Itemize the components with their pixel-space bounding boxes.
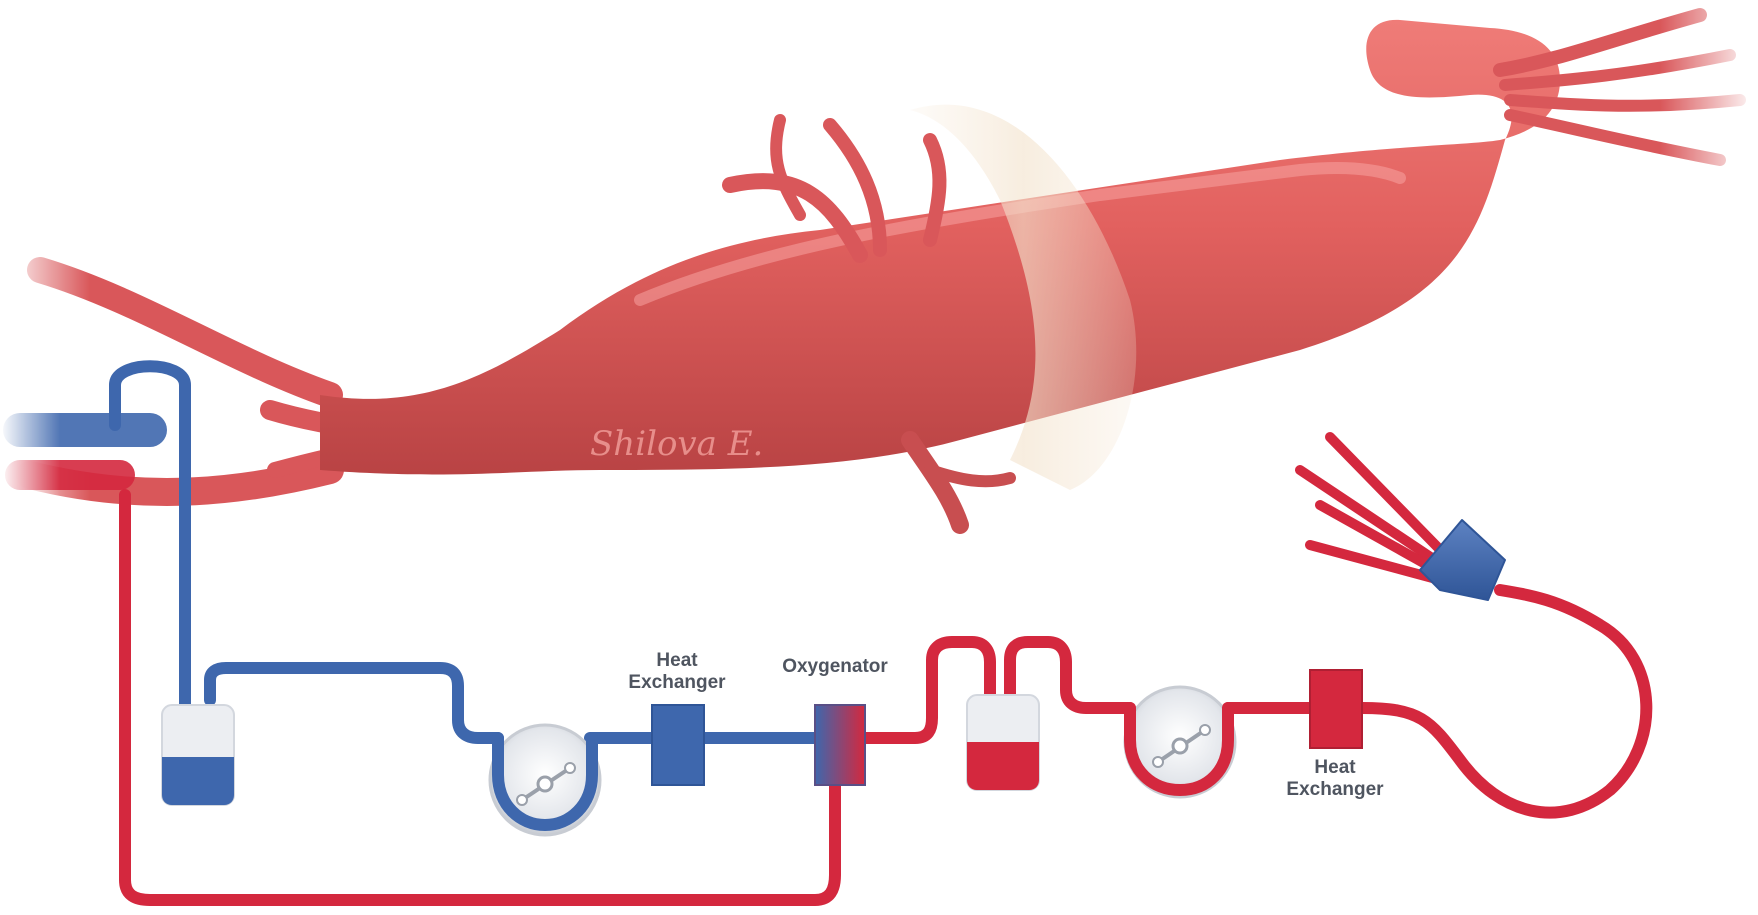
- branch-top-right: [930, 140, 939, 240]
- heat-exchanger-1: [652, 705, 704, 785]
- arterial-return-loop: [125, 495, 835, 900]
- signature: Shilova E.: [590, 424, 763, 464]
- roller-pump-2: [1125, 687, 1235, 797]
- branch-bottom-2: [930, 470, 1010, 481]
- venous-reservoir: [162, 705, 234, 805]
- arterial-reservoir: [967, 695, 1039, 790]
- heat-exchanger-1-label-line-1: Heat: [607, 650, 747, 672]
- heat-exchanger-1-label-line-2: Exchanger: [607, 672, 747, 694]
- heat-exchanger-2-label-line-1: Heat: [1265, 757, 1405, 779]
- venous-line-to-pump: [210, 668, 498, 738]
- heat-exchanger-1-label: Heat Exchanger: [607, 650, 747, 694]
- roller-pump-1: [490, 725, 600, 835]
- aorta-body: [320, 20, 1560, 475]
- oxygenator: [815, 705, 865, 785]
- heat-exchanger-2-label-line-2: Exchanger: [1265, 779, 1405, 801]
- heat-exchanger-2-label: Heat Exchanger: [1265, 757, 1405, 801]
- branch-top-left-2: [776, 120, 800, 215]
- aorta: [0, 0, 1758, 525]
- heat-exchanger-2: [1310, 670, 1362, 748]
- catheter-manifold-connector: [1420, 520, 1505, 600]
- oxygenator-label: Oxygenator: [760, 656, 910, 678]
